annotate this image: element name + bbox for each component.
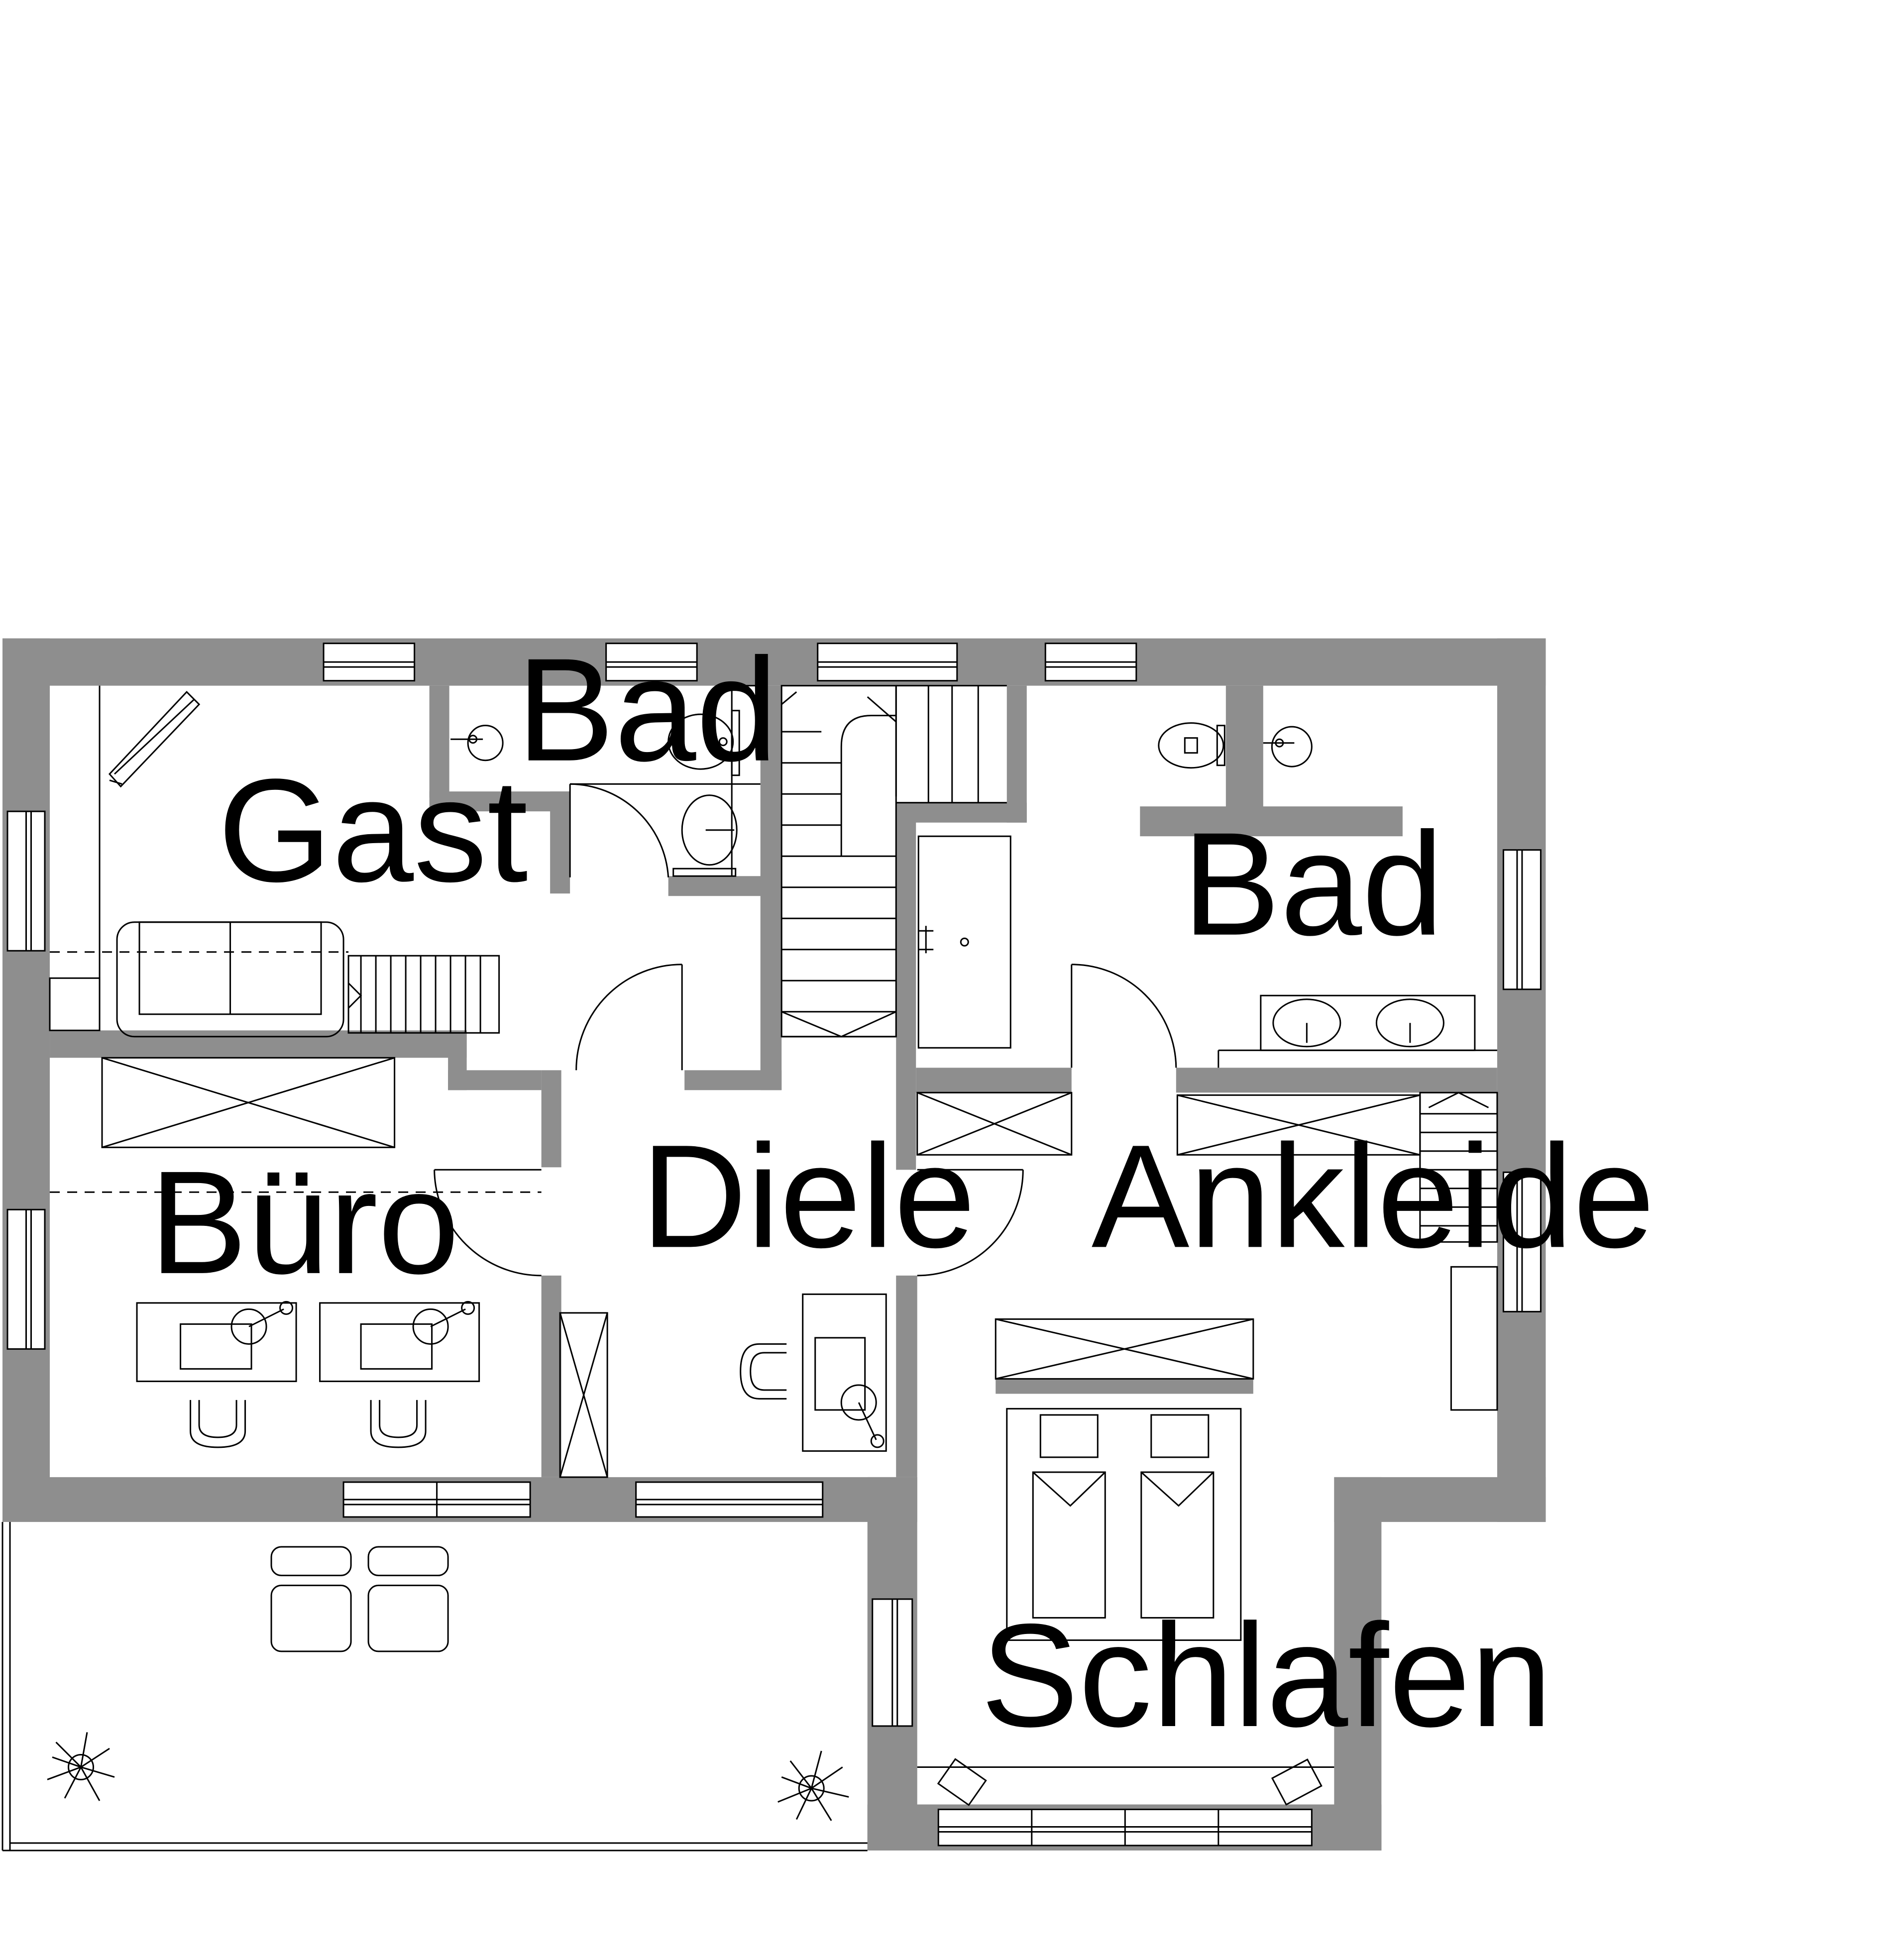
diele-chair-icon [740, 1343, 787, 1400]
toilet-small-top-icon [667, 710, 740, 776]
wardrobe-ankleide-left-icon [916, 1091, 1073, 1156]
lounge-chairs-icon [270, 1546, 449, 1652]
window-buero-bottom [342, 1481, 531, 1518]
room-label-bad-small: Bad [517, 628, 778, 792]
nightlamp-left-icon [937, 1758, 987, 1806]
diele-desk-icon [802, 1293, 887, 1452]
door-bad-large [1071, 964, 1177, 1068]
shelf-icon [1450, 1266, 1498, 1411]
door-bad-small [569, 783, 669, 877]
room-labels: Gast Bad Bad Büro Diele Ankleide Schlafe… [149, 628, 1655, 1757]
bathtub-icon [917, 835, 1011, 1049]
desk-right-icon [319, 1301, 480, 1382]
room-label-gast: Gast [218, 748, 529, 912]
sofa-icon [116, 921, 344, 1038]
window-badlarge-top [1044, 643, 1137, 682]
door-ankleide [917, 1169, 1024, 1277]
room-label-bad-large: Bad [1182, 802, 1443, 966]
desk-left-icon [136, 1301, 297, 1382]
sink-large-top-icon [1263, 726, 1313, 767]
ankleide-stair-icon [1419, 1091, 1498, 1243]
ironing-board-icon [49, 685, 349, 1031]
diele-cabinet-icon [559, 1312, 608, 1478]
window-schlafen-left [872, 1598, 913, 1727]
fixtures [1, 685, 1498, 1851]
room-label-schlafen: Schlafen [981, 1593, 1552, 1757]
window-bad-right [1502, 849, 1542, 990]
window-buero-left [6, 1208, 46, 1350]
plant-right-icon [777, 1750, 849, 1821]
window-stair-top [817, 643, 958, 682]
room-label-diele: Diele [641, 1114, 976, 1278]
wardrobe-buero-icon [50, 1057, 542, 1193]
main-stair-icon [780, 685, 1007, 1038]
doors [434, 783, 1177, 1277]
windows [6, 643, 1542, 1847]
window-bad-top [605, 643, 698, 682]
window-gast-left [6, 810, 46, 952]
room-label-ankleide: Ankleide [1092, 1114, 1655, 1278]
chair-left-icon [190, 1400, 246, 1448]
chair-right-icon [370, 1400, 427, 1448]
window-schlafen-bottom [937, 1808, 1313, 1847]
double-bed-icon [1006, 1408, 1242, 1641]
toilet-large-icon [1158, 722, 1225, 769]
sink-small-icon [450, 725, 504, 762]
window-gast-top [323, 643, 416, 682]
double-sink-icon [1218, 994, 1497, 1068]
room-label-buero: Büro [149, 1140, 459, 1305]
plant-left-icon [47, 1732, 115, 1801]
window-diele-bottom [635, 1481, 824, 1518]
nightlamp-right-icon [1271, 1758, 1323, 1806]
door-gast [575, 964, 683, 1071]
window-ankleide-right [1502, 1171, 1542, 1312]
toilet-small-bottom-icon [672, 794, 738, 877]
door-buero [434, 1169, 542, 1277]
terrace-outline [1, 1522, 868, 1851]
gast-stair-icon [347, 955, 500, 1034]
wardrobe-schlafen-icon [995, 1318, 1254, 1380]
